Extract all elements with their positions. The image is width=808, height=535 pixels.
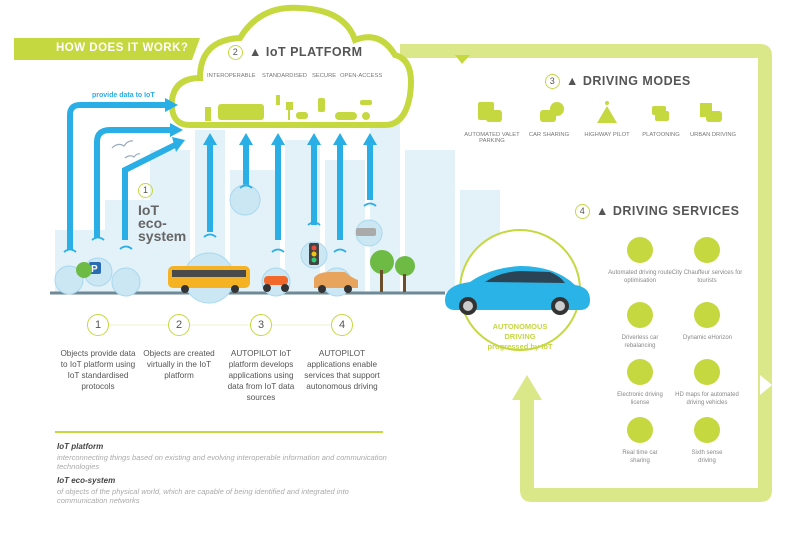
definition-term: IoT eco-system xyxy=(57,476,116,485)
motorbike xyxy=(264,276,288,285)
mode-valet-parking: AUTOMATED VALET PARKING xyxy=(464,132,520,144)
modes-title-text: DRIVING MODES xyxy=(582,74,691,88)
platform-number: 2 xyxy=(228,45,243,61)
ecosystem-number: 1 xyxy=(138,183,153,199)
platform-object-icons xyxy=(205,95,372,121)
car xyxy=(314,272,358,288)
service-item: Sixth sense driving xyxy=(691,450,723,464)
service-item: Driverless car rebalancing xyxy=(621,335,659,349)
modes-number: 3 xyxy=(545,74,560,90)
auto-line: progressed by IoT xyxy=(487,342,553,351)
step-number: 3 xyxy=(250,314,272,336)
auto-line: AUTONOMOUS xyxy=(492,322,548,331)
step-number: 1 xyxy=(87,314,109,336)
birds xyxy=(111,140,141,159)
vehicles: P xyxy=(89,228,376,293)
platform-attr: INTEROPERABLE xyxy=(207,73,256,79)
service-item: HD maps for automated driving vehicles xyxy=(675,392,739,406)
autopilot-logo-icon: ▲ xyxy=(249,45,262,59)
auto-line: DRIVING xyxy=(504,332,536,341)
driving-modes-title: 3 ▲DRIVING MODES xyxy=(545,74,691,90)
mode-platooning: PLATOONING xyxy=(642,132,680,138)
iot-platform-cloud xyxy=(168,4,414,128)
definition-desc: of objects of the physical world, which … xyxy=(57,487,349,505)
platform-attr: OPEN-ACCESS xyxy=(340,73,383,79)
step-text: AUTOPILOT IoT platform develops applicat… xyxy=(227,349,295,402)
autonomous-car xyxy=(445,266,590,315)
autopilot-logo-icon: ▲ xyxy=(566,74,579,88)
step-text: Objects provide data to IoT platform usi… xyxy=(60,349,136,391)
eco-line: IoT xyxy=(138,202,159,218)
step-number: 4 xyxy=(331,314,353,336)
camera xyxy=(356,228,376,236)
mode-car-sharing: CAR SHARING xyxy=(528,132,570,138)
definition-term: IoT platform xyxy=(57,442,104,451)
how-does-it-work-title: HOW DOES IT WORK? xyxy=(56,42,189,54)
parking-sign xyxy=(89,262,101,274)
eco-line: system xyxy=(138,228,187,244)
driving-mode-icons xyxy=(478,101,722,123)
iot-platform-title: 2 ▲IoT PLATFORM xyxy=(228,45,363,61)
step-text: Objects are created virtually in the IoT… xyxy=(143,349,215,380)
step-text: AUTOPILOT applications enable services t… xyxy=(304,349,380,391)
platform-attr: STANDARDISED xyxy=(262,73,307,79)
trees xyxy=(76,250,415,292)
services-title-text: DRIVING SERVICES xyxy=(612,204,740,218)
service-item: Dynamic eHorizon xyxy=(682,335,733,341)
driving-service-icons xyxy=(627,237,720,443)
banner-background xyxy=(14,38,200,60)
arrow-heads xyxy=(165,98,377,152)
service-item: Electronic driving license xyxy=(617,392,663,406)
data-flow-arrows xyxy=(67,102,373,250)
service-item: City Chauffeur services for tourists xyxy=(671,270,743,284)
process-loop xyxy=(400,44,772,502)
definition-desc: interconnecting things based on existing… xyxy=(57,453,387,471)
services-number: 4 xyxy=(575,204,590,220)
platform-attr: SECURE xyxy=(312,73,337,79)
driving-services-title: 4 ▲DRIVING SERVICES xyxy=(575,204,740,220)
service-item: Real time car sharing xyxy=(622,450,658,464)
eco-line: eco- xyxy=(138,215,167,231)
platform-title-text: IoT PLATFORM xyxy=(265,45,363,59)
service-item: Automated driving route optimisation xyxy=(608,270,672,284)
autopilot-logo-icon: ▲ xyxy=(596,204,609,218)
step-number: 2 xyxy=(168,314,190,336)
provide-data-label: provide data to IoT xyxy=(92,92,155,99)
svg-text:P: P xyxy=(91,264,98,275)
mode-urban-driving: URBAN DRIVING xyxy=(689,132,737,138)
mode-highway-pilot: HIGHWAY PILOT xyxy=(584,132,630,138)
